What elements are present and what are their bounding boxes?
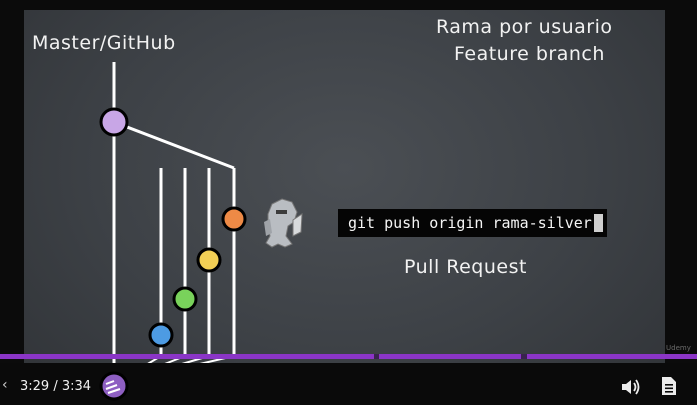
document-icon[interactable] [661, 376, 677, 396]
master-label: Master/GitHub [32, 32, 176, 54]
command-text: git push origin rama-silver [348, 214, 592, 232]
player-controls [0, 363, 697, 405]
commit-master [99, 107, 129, 137]
commit-blue [148, 322, 174, 348]
commit-orange [221, 206, 247, 232]
branch-diagonal [113, 120, 235, 170]
progress-segment-1[interactable] [0, 354, 374, 359]
chevron-left-icon[interactable]: ‹ [2, 377, 8, 393]
commit-yellow [196, 247, 222, 273]
terminal-cursor [593, 214, 603, 232]
watermark: Udemy [666, 344, 691, 352]
progress-segment-3[interactable] [527, 354, 697, 359]
time-display: 3:29 / 3:34 [20, 379, 92, 394]
speaker-icon[interactable] [621, 378, 641, 396]
command-box: git push origin rama-silver [338, 209, 607, 237]
pull-request-label: Pull Request [404, 256, 527, 278]
slide-title-line2: Feature branch [454, 43, 605, 65]
commit-green [172, 286, 198, 312]
slide-title-line1: Rama por usuario [436, 16, 613, 38]
progress-segment-2[interactable] [379, 354, 521, 359]
silver-knight-icon [264, 198, 303, 248]
chalkboard-slide [24, 10, 665, 405]
